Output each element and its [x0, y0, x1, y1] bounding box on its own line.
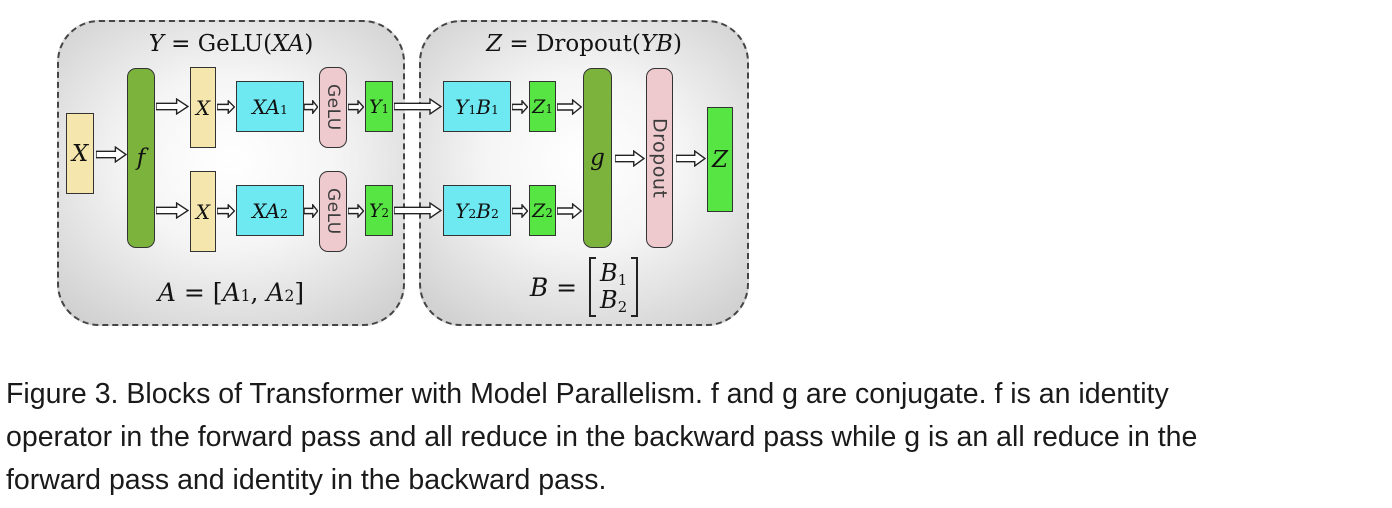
arrow-right-icon [217, 100, 235, 114]
f-operator-bar: f [127, 68, 155, 248]
arrow-right-icon [348, 204, 364, 218]
formula-b: B = B1 B2 [421, 257, 747, 317]
arrow-right-icon [304, 100, 318, 114]
arrow-right-icon [557, 203, 582, 219]
arrow-right-icon [394, 202, 442, 219]
caption-line-3: forward pass and identity in the backwar… [6, 464, 607, 496]
dropout-bar: Dropout [646, 68, 673, 248]
arrow-right-icon [615, 150, 645, 167]
x-copy-box-row1: X [190, 67, 216, 148]
g-operator-bar: g [583, 68, 612, 248]
arrow-right-icon [156, 202, 189, 219]
arrow-right-icon [394, 98, 442, 115]
gelu-panel-title: Y = GeLU(XA) [148, 31, 314, 57]
gelu-activation-row1: GeLU [319, 67, 347, 148]
figure-caption: Figure 3. Blocks of Transformer with Mod… [6, 373, 1386, 502]
arrow-right-icon [304, 204, 318, 218]
gelu-activation-row2: GeLU [319, 171, 347, 252]
bracket-right [631, 257, 639, 317]
x-copy-box-row2: X [190, 171, 216, 252]
x-input-box: X [66, 113, 94, 194]
matrix-brackets: B1 B2 [589, 257, 639, 317]
dropout-panel-title: Z = Dropout(YB) [486, 31, 682, 57]
caption-line-2: operator in the forward pass and all red… [6, 421, 1198, 453]
arrow-right-icon [348, 100, 364, 114]
caption-line-1: Figure 3. Blocks of Transformer with Mod… [6, 378, 1169, 410]
arrow-right-icon [512, 204, 528, 218]
arrow-right-icon [217, 204, 235, 218]
z-output-box: Z [707, 107, 733, 212]
arrow-right-icon [676, 150, 706, 167]
arrow-right-icon [156, 98, 189, 115]
arrow-right-icon [557, 99, 582, 115]
bracket-left [589, 257, 597, 317]
arrow-right-icon [512, 100, 528, 114]
arrow-right-icon [96, 146, 127, 163]
